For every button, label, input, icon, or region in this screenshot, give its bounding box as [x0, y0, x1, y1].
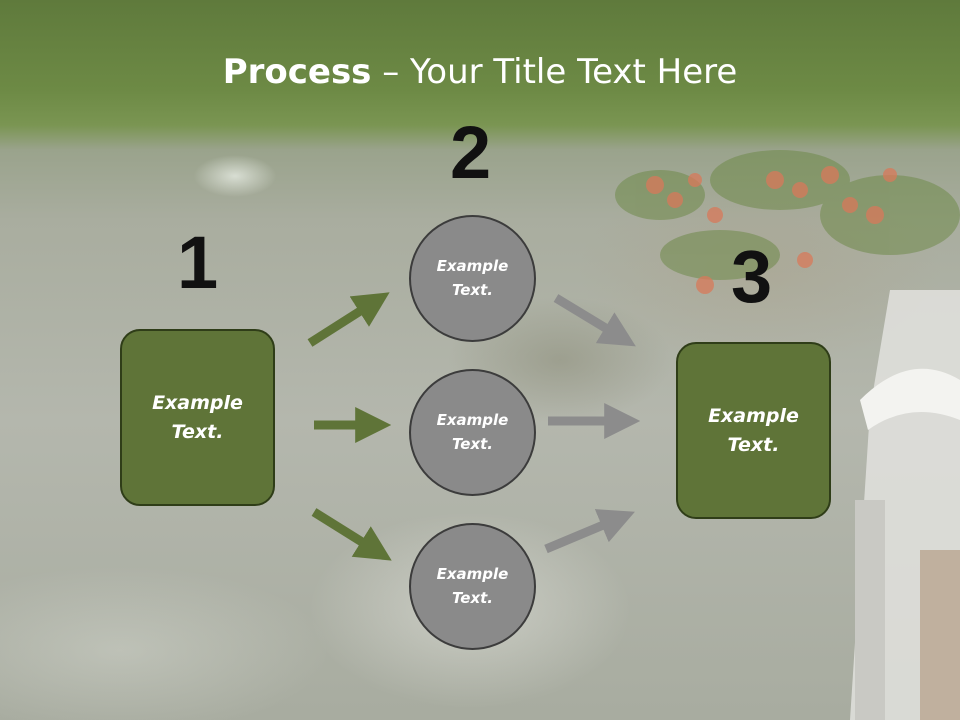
title-bold: Process: [222, 52, 372, 92]
step-2-circle-middle-label: Example Text.: [436, 411, 509, 453]
step-1-label: Example Text.: [152, 392, 243, 443]
flower-bed: [615, 150, 960, 294]
step-3-label: Example Text.: [708, 405, 799, 456]
step-2-circle-bottom-label: Example Text.: [436, 565, 509, 607]
step-2-circle-top: Example Text.: [409, 215, 536, 342]
step-1-box: Example Text.: [120, 329, 275, 506]
step-2-circle-middle: Example Text.: [409, 369, 536, 496]
title-rest: – Your Title Text Here: [371, 52, 738, 92]
step-2-circle-top-label: Example Text.: [436, 257, 509, 299]
step-1-number: 1: [177, 221, 219, 304]
step-3-number: 3: [731, 235, 773, 318]
fountain-splash: [175, 140, 295, 200]
slide-title: Process – Your Title Text Here: [0, 52, 960, 92]
white-railing: [850, 290, 960, 720]
step-3-box: Example Text.: [676, 342, 831, 519]
step-2-circle-bottom: Example Text.: [409, 523, 536, 650]
step-2-number: 2: [450, 111, 492, 194]
